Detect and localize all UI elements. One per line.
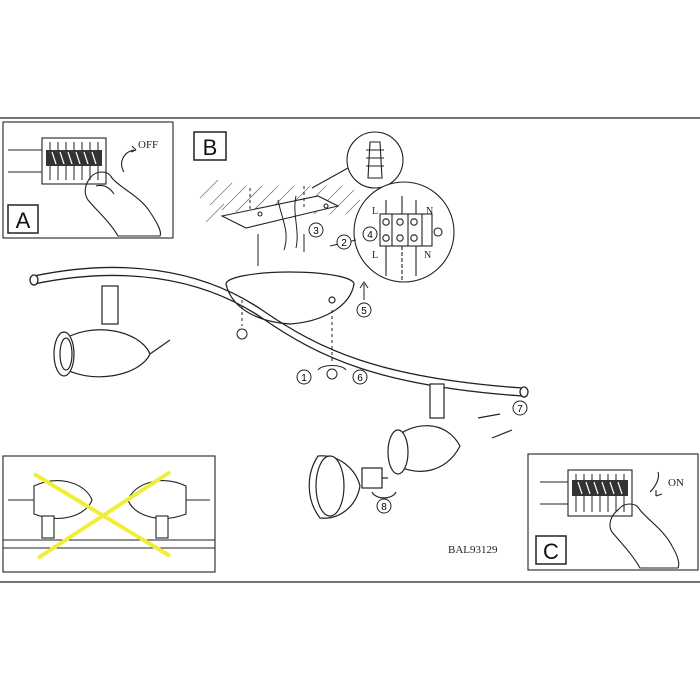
step-5: 5 (361, 306, 367, 317)
right-spotlight (387, 383, 513, 475)
cross-out-mark (32, 470, 172, 560)
panel-c (527, 453, 699, 571)
panel-a (2, 121, 174, 239)
terminal-block-detail (329, 181, 455, 283)
panel-c-switch-text: ON (668, 477, 684, 489)
step-6: 6 (357, 373, 363, 384)
panel-wrong-orientation (2, 455, 216, 573)
terminal-letter-n-bottom: N (424, 250, 431, 261)
panel-c-label: C (543, 539, 559, 564)
step-2: 2 (341, 238, 347, 249)
mounting-plate (220, 195, 340, 229)
curved-bar (29, 266, 529, 398)
hand-icon-c (609, 503, 680, 569)
wires (249, 186, 305, 266)
step-7: 7 (517, 404, 523, 415)
panel-a-label: A (16, 208, 31, 233)
panel-c-label-box: C (535, 535, 567, 565)
panel-b-label: B (203, 135, 218, 160)
panel-b-label-box: B (193, 131, 227, 161)
terminal-letter-l-bottom: L (372, 250, 378, 261)
anchor-detail (311, 131, 404, 189)
panel-a-switch-text: OFF (138, 139, 158, 151)
model-code: BAL93129 (448, 544, 498, 556)
step-8: 8 (381, 502, 387, 513)
arrows-b (236, 281, 369, 380)
panel-a-label-box: A (7, 204, 39, 234)
terminal-letter-l-top: L (372, 206, 378, 217)
step-markers (296, 222, 528, 514)
step-4: 4 (367, 230, 373, 241)
step-1: 1 (301, 373, 307, 384)
page-frame (0, 117, 700, 583)
hand-icon (84, 171, 162, 237)
terminal-letter-n-top: N (426, 206, 433, 217)
canopy (225, 271, 355, 325)
step-3: 3 (313, 226, 319, 237)
bulb (308, 455, 397, 519)
left-spotlight (53, 285, 171, 378)
